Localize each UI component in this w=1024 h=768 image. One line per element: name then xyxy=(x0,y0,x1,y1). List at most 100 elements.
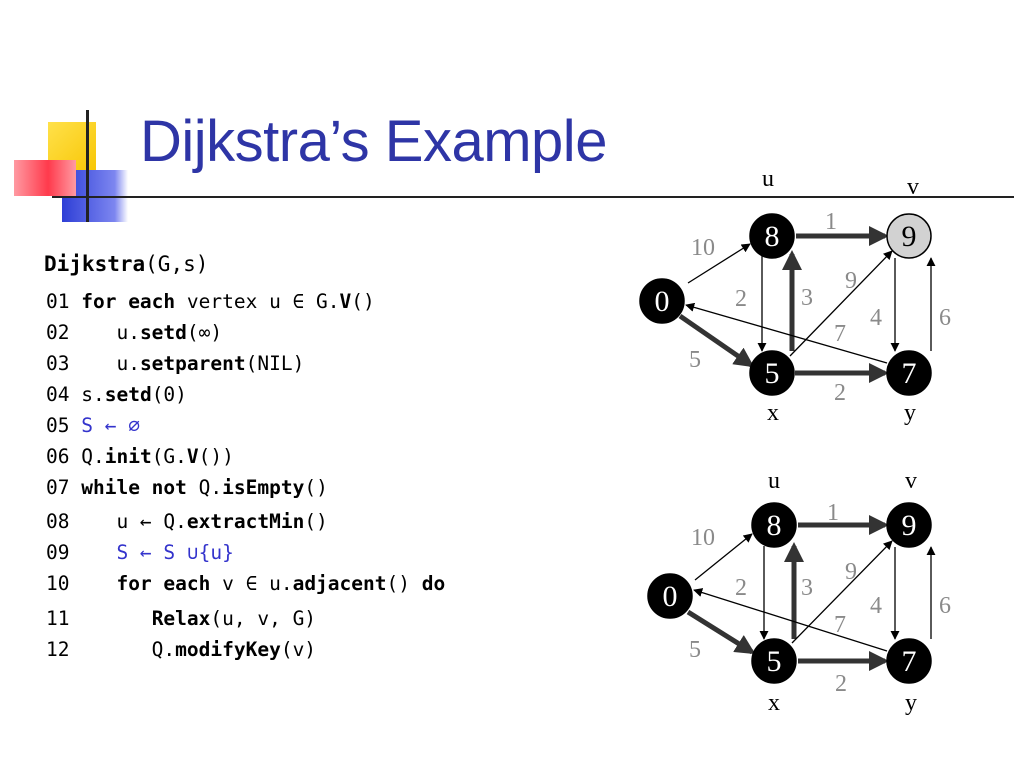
vertex-name-label: x xyxy=(768,690,780,716)
vertex-name-label: x xyxy=(767,400,779,426)
line-number: 07 xyxy=(46,476,82,499)
node-value-label: 8 xyxy=(767,509,782,542)
edge-weight-label: 5 xyxy=(689,347,701,373)
node-y xyxy=(886,638,932,684)
code-token: V xyxy=(339,290,352,313)
code-token: vertex u ∈ G. xyxy=(175,290,340,313)
edge-y-s xyxy=(685,302,888,364)
edge-weight-label: 6 xyxy=(939,305,951,331)
code-token: setparent xyxy=(139,352,246,375)
pseudocode-line: 04 s.setd(0) xyxy=(46,383,187,406)
line-number: 08 xyxy=(46,510,82,533)
node-value-label: 9 xyxy=(902,509,917,542)
vertex-name-label: y xyxy=(905,690,917,716)
code-token: adjacent xyxy=(292,572,387,595)
vertex-name-label: v xyxy=(907,174,919,200)
node-x xyxy=(751,638,797,684)
edge-weight-label: 1 xyxy=(825,209,837,235)
edge-weight-label: 3 xyxy=(801,575,813,601)
function-args: (G,s) xyxy=(145,252,209,276)
line-number: 12 xyxy=(46,638,82,661)
code-token: do xyxy=(421,572,446,595)
edge-weight-label: 4 xyxy=(870,305,882,331)
code-token: (G. xyxy=(151,445,187,468)
code-token: (0) xyxy=(151,383,187,406)
code-token: (NIL) xyxy=(245,352,305,375)
node-value-label: 7 xyxy=(902,357,917,390)
edge-weight-label: 2 xyxy=(834,380,846,406)
code-token: (∞) xyxy=(186,321,223,344)
node-value-label: 5 xyxy=(767,645,782,678)
code-token: s. xyxy=(81,383,105,406)
vertex-name-label: u xyxy=(762,166,774,192)
edge-weight-label: 1 xyxy=(827,500,839,526)
node-u xyxy=(751,502,797,548)
code-token: for each xyxy=(81,290,176,313)
code-token: Q. xyxy=(186,476,223,499)
edge-weight-label: 5 xyxy=(689,637,701,663)
code-token: while not xyxy=(81,476,187,499)
edge-weight-label: 10 xyxy=(691,525,715,551)
node-y xyxy=(886,350,932,396)
code-token: S ← S ∪{u} xyxy=(81,541,234,564)
code-token: v ∈ u. xyxy=(210,572,293,595)
code-token: () xyxy=(351,290,375,313)
code-token: init xyxy=(104,445,152,468)
code-token: () xyxy=(304,476,328,499)
pseudocode-line: 08 u ← Q.extractMin() xyxy=(46,510,328,533)
pseudocode-header: Dijkstra(G,s) xyxy=(44,252,208,276)
line-number: 04 xyxy=(46,383,82,406)
line-number: 01 xyxy=(46,290,82,313)
edge-weight-label: 9 xyxy=(845,559,857,585)
node-value-label: 0 xyxy=(655,285,670,318)
code-token: u. xyxy=(81,321,140,344)
line-number: 09 xyxy=(46,541,82,564)
node-value-label: 0 xyxy=(663,580,678,613)
code-token: () xyxy=(386,572,422,595)
decor-red-bar xyxy=(14,160,76,196)
code-token: setd xyxy=(139,321,187,344)
edge-weight-label: 4 xyxy=(870,593,882,619)
pseudocode-line: 01 for each vertex u ∈ G.V() xyxy=(46,290,375,313)
edge-weight-label: 3 xyxy=(801,285,813,311)
pseudocode-line: 11 Relax(u, v, G) xyxy=(46,607,316,630)
pseudocode-line: 12 Q.modifyKey(v) xyxy=(46,638,316,661)
node-s xyxy=(639,278,685,324)
line-number: 03 xyxy=(46,352,82,375)
vertex-name-label: u xyxy=(768,468,780,494)
edge-weight-label: 7 xyxy=(834,321,846,347)
code-token: (v) xyxy=(280,638,317,661)
edge-weight-label: 2 xyxy=(835,671,847,697)
line-number: 11 xyxy=(46,607,82,630)
code-token: u. xyxy=(81,352,140,375)
vertex-name-label: y xyxy=(904,400,916,426)
pseudocode-line: 03 u.setparent(NIL) xyxy=(46,352,304,375)
node-x xyxy=(749,350,795,396)
line-number: 05 xyxy=(46,414,82,437)
decor-vertical-rule xyxy=(86,110,89,222)
code-token: setd xyxy=(104,383,152,406)
edge-y-s xyxy=(693,588,888,652)
pseudocode-line: 09 S ← S ∪{u} xyxy=(46,541,234,564)
edge-s-x xyxy=(686,609,756,655)
edge-s-u xyxy=(687,243,751,284)
edge-x-v xyxy=(789,250,893,357)
node-value-label: 7 xyxy=(902,645,917,678)
node-u xyxy=(749,213,795,259)
node-v xyxy=(886,502,932,548)
edge-weight-label: 2 xyxy=(735,286,747,312)
edge-weight-label: 9 xyxy=(845,268,857,294)
code-token: S ← ∅ xyxy=(81,414,140,437)
line-number: 02 xyxy=(46,321,82,344)
edge-weight-label: 7 xyxy=(834,612,846,638)
code-token: ()) xyxy=(198,445,234,468)
edge-weight-label: 2 xyxy=(735,575,747,601)
line-number: 10 xyxy=(46,572,82,595)
edge-weight-label: 6 xyxy=(939,593,951,619)
code-token: Relax xyxy=(151,607,211,630)
code-token: for each xyxy=(116,572,211,595)
vertex-name-label: v xyxy=(905,468,917,494)
